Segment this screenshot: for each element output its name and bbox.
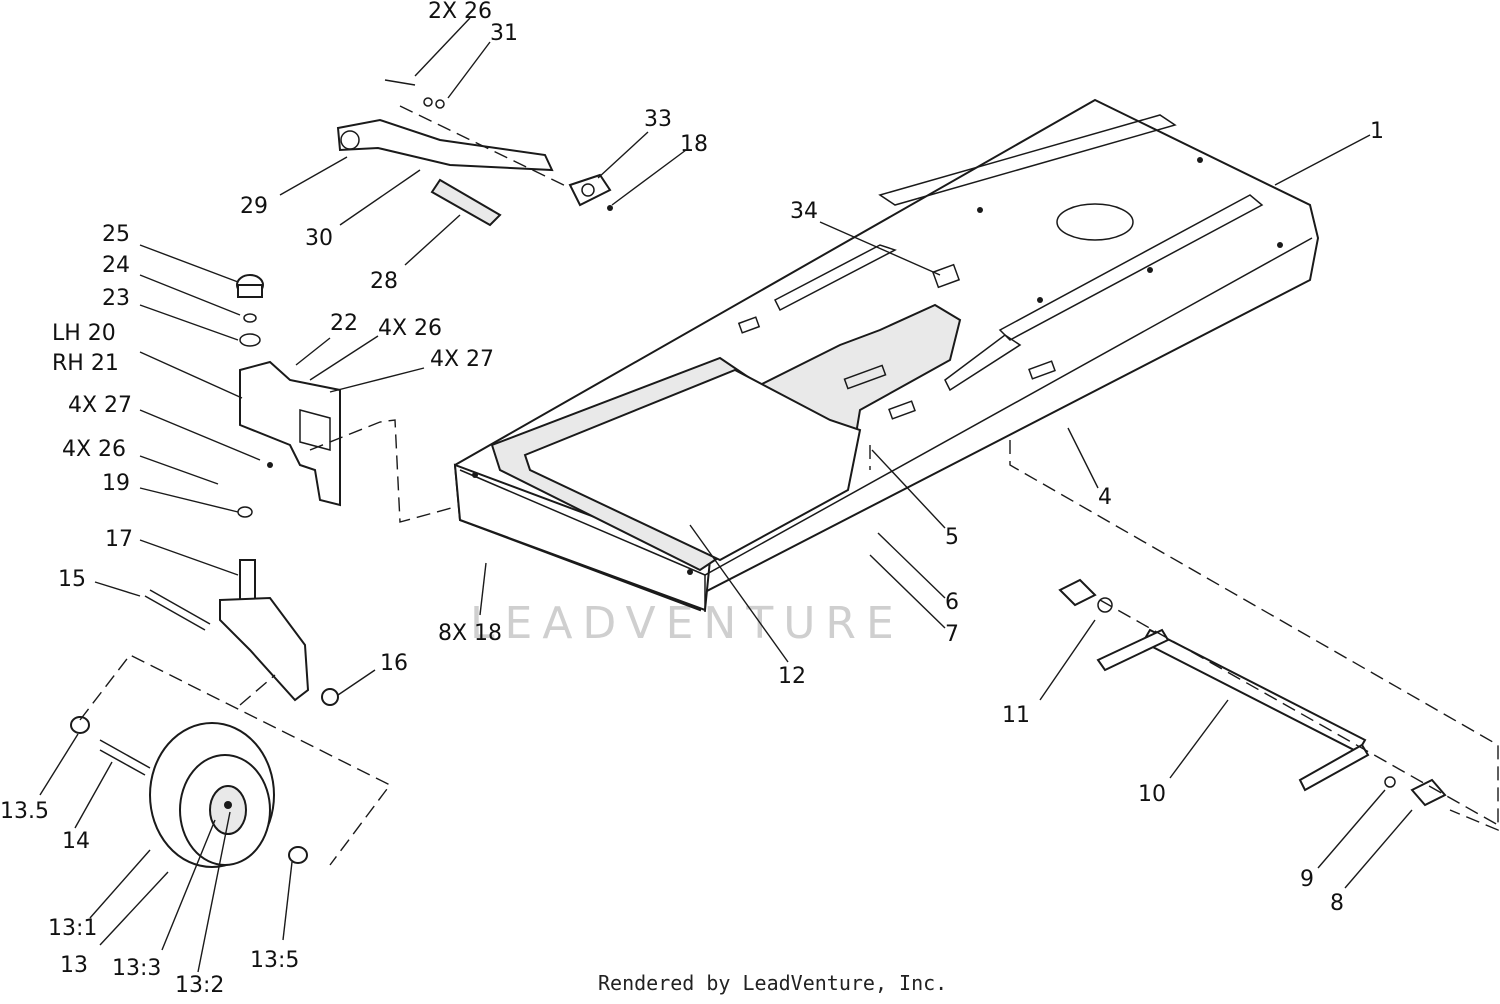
- callout-25: 25: [102, 222, 130, 247]
- callout-5: 5: [945, 525, 959, 550]
- callout-28: 28: [370, 269, 398, 294]
- callout-19: 19: [102, 471, 130, 496]
- callout-34: 34: [790, 199, 818, 224]
- callout-15: 15: [58, 567, 86, 592]
- callout-13-3: 13:3: [112, 956, 161, 981]
- callout-9: 9: [1300, 867, 1314, 892]
- callout-30: 30: [305, 226, 333, 251]
- leader-lines: [39, 17, 1413, 973]
- callout-11: 11: [1002, 703, 1030, 728]
- callout-labels: 2X 26 31 33 18 1 29 30 28 34 25 24 23 LH…: [0, 0, 1384, 998]
- callout-18-top: 18: [680, 132, 708, 157]
- callout-4x27-b: 4X 27: [68, 393, 132, 418]
- wheel-assembly: [70, 716, 308, 868]
- callout-23: 23: [102, 286, 130, 311]
- callout-13-5a: 13.5: [0, 799, 49, 824]
- callout-31: 31: [490, 21, 518, 46]
- callout-13-2: 13:2: [175, 973, 224, 998]
- callout-2x26-top: 2X 26: [428, 0, 492, 24]
- callout-17: 17: [105, 527, 133, 552]
- rear-axle: [1058, 578, 1447, 807]
- callout-8x18: 8X 18: [438, 621, 502, 646]
- callout-rh21: RH 21: [52, 351, 119, 376]
- callout-4x26-a: 4X 26: [378, 316, 442, 341]
- callout-12: 12: [778, 664, 806, 689]
- callout-4x26-b: 4X 26: [62, 437, 126, 462]
- callout-10: 10: [1138, 782, 1166, 807]
- callout-22: 22: [330, 311, 358, 336]
- callout-33: 33: [644, 107, 672, 132]
- callout-4x27-a: 4X 27: [430, 347, 494, 372]
- dashed-guides: [79, 105, 1499, 866]
- callout-16: 16: [380, 651, 408, 676]
- callout-7: 7: [945, 622, 959, 647]
- caster-mount: [144, 274, 341, 706]
- lever-assembly: [336, 79, 613, 227]
- callout-14: 14: [62, 829, 90, 854]
- callout-13: 13: [60, 953, 88, 978]
- callout-6: 6: [945, 590, 959, 615]
- callout-29: 29: [240, 194, 268, 219]
- callout-13-1: 13:1: [48, 916, 97, 941]
- callout-1: 1: [1370, 119, 1384, 144]
- callout-lh20: LH 20: [52, 321, 116, 346]
- callout-8: 8: [1330, 891, 1344, 916]
- callout-24: 24: [102, 253, 130, 278]
- footer-credit: Rendered by LeadVenture, Inc.: [598, 971, 947, 995]
- callout-13-5b: 13:5: [250, 948, 299, 973]
- callout-4: 4: [1098, 485, 1112, 510]
- main-frame: [453, 98, 1320, 612]
- watermark-text: LEADVENTURE: [470, 598, 904, 649]
